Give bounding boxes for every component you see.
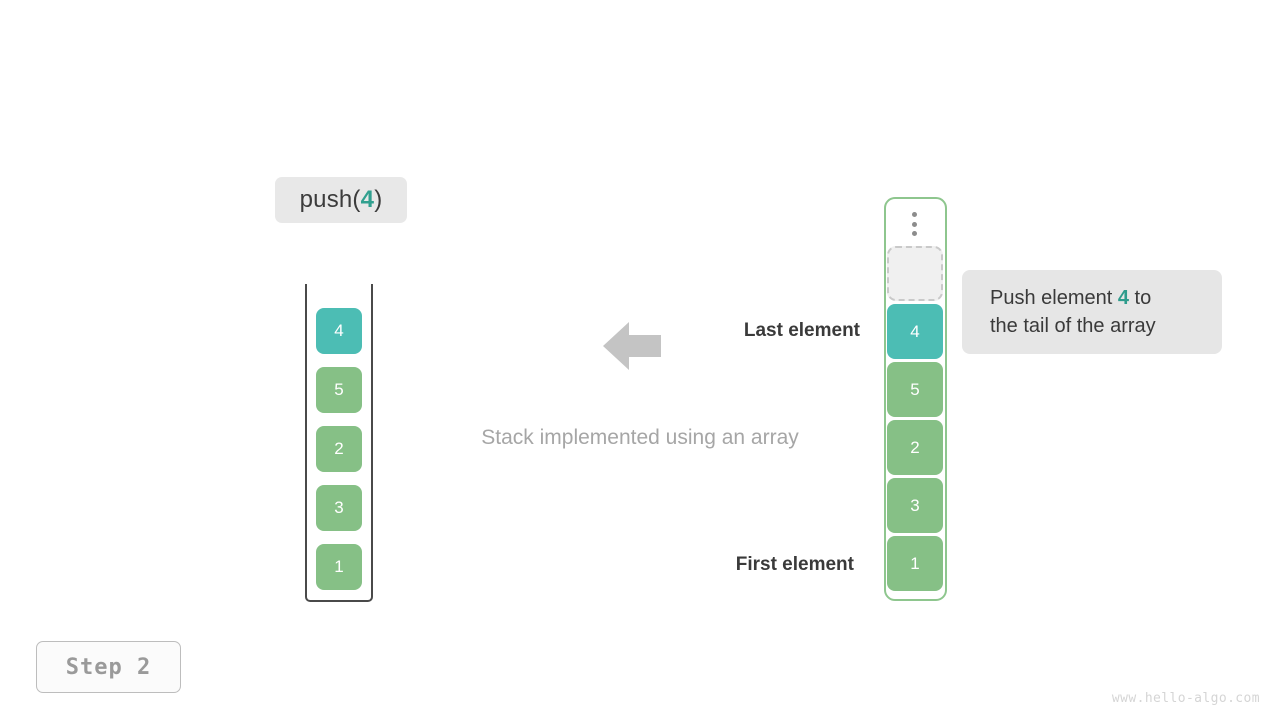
stack-caption: Stack implemented using an array [481, 426, 799, 449]
array-item: 2 [887, 420, 943, 475]
stack-item-list: 4 5 2 3 1 [316, 308, 362, 590]
vertical-ellipsis-icon [910, 212, 918, 236]
stack-item: 5 [316, 367, 362, 413]
operation-suffix: ) [374, 186, 383, 213]
stack-item: 3 [316, 485, 362, 531]
operation-prefix: push( [299, 186, 361, 213]
array-item: 3 [887, 478, 943, 533]
array-slot-list: 4 5 2 3 1 [887, 246, 943, 591]
ellipsis-dot [911, 231, 917, 236]
callout-tooltip: Push element 4 to the tail of the array [962, 270, 1222, 354]
stack-item: 1 [316, 544, 362, 590]
stack-item: 4 [316, 308, 362, 354]
array-item: 5 [887, 362, 943, 417]
first-element-label: First element [735, 554, 854, 575]
callout-line-1: Push element 4 to [990, 284, 1194, 312]
ellipsis-dot [911, 221, 917, 227]
step-badge: Step 2 [36, 641, 181, 693]
stack-container [305, 284, 373, 602]
callout-accent-value: 4 [1117, 287, 1129, 309]
callout-text-after: to [1128, 287, 1152, 309]
stack-item: 2 [316, 426, 362, 472]
callout-line-2: the tail of the array [990, 315, 1156, 337]
array-item: 4 [887, 304, 943, 359]
watermark: www.hello-algo.com [1111, 691, 1260, 706]
operation-label: push(4) [275, 177, 407, 223]
ellipsis-dot [911, 212, 917, 217]
array-empty-slot [887, 246, 943, 301]
arrow-left-icon [603, 322, 661, 370]
array-item: 1 [887, 536, 943, 591]
callout-text-before: Push element [990, 287, 1118, 309]
last-element-label: Last element [743, 320, 860, 341]
operation-argument: 4 [360, 186, 375, 213]
